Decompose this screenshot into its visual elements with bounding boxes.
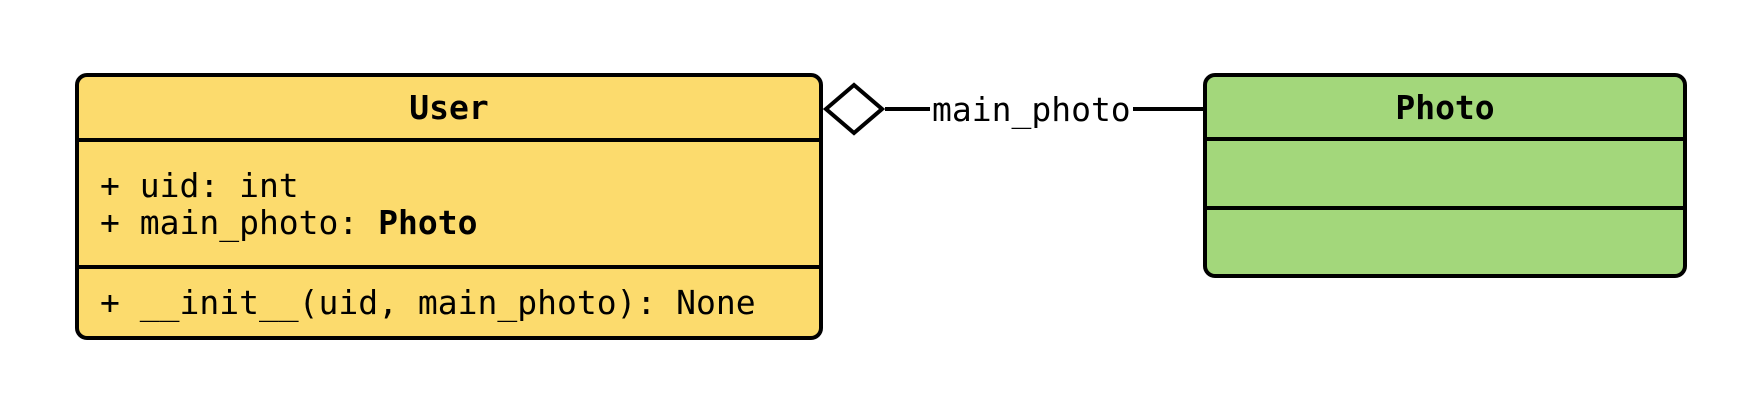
method-line-init: + __init__(uid, main_photo): None (100, 283, 756, 322)
connector-line-right (1132, 107, 1203, 111)
aggregation-diamond-icon (822, 82, 886, 136)
class-title-user: User (409, 88, 489, 127)
class-methods-user: + __init__(uid, main_photo): None (79, 265, 819, 336)
connector-line-left (885, 107, 930, 111)
class-title-photo: Photo (1395, 87, 1495, 127)
aggregation-connector: main_photo (822, 82, 1203, 136)
class-attributes-user: + uid: int + main_photo: Photo (79, 138, 819, 265)
attribute-line-uid: + uid: int (100, 165, 299, 205)
attribute-line-main-photo: + main_photo: Photo (100, 204, 819, 241)
class-methods-photo (1207, 206, 1683, 274)
attribute-main-photo-type: Photo (378, 202, 478, 242)
class-box-photo: Photo (1203, 73, 1687, 278)
class-attributes-photo (1207, 137, 1683, 206)
attribute-main-photo-prefix: + main_photo: (100, 202, 379, 242)
class-box-user: User + uid: int + main_photo: Photo + __… (75, 73, 823, 340)
relation-label: main_photo (932, 89, 1131, 129)
